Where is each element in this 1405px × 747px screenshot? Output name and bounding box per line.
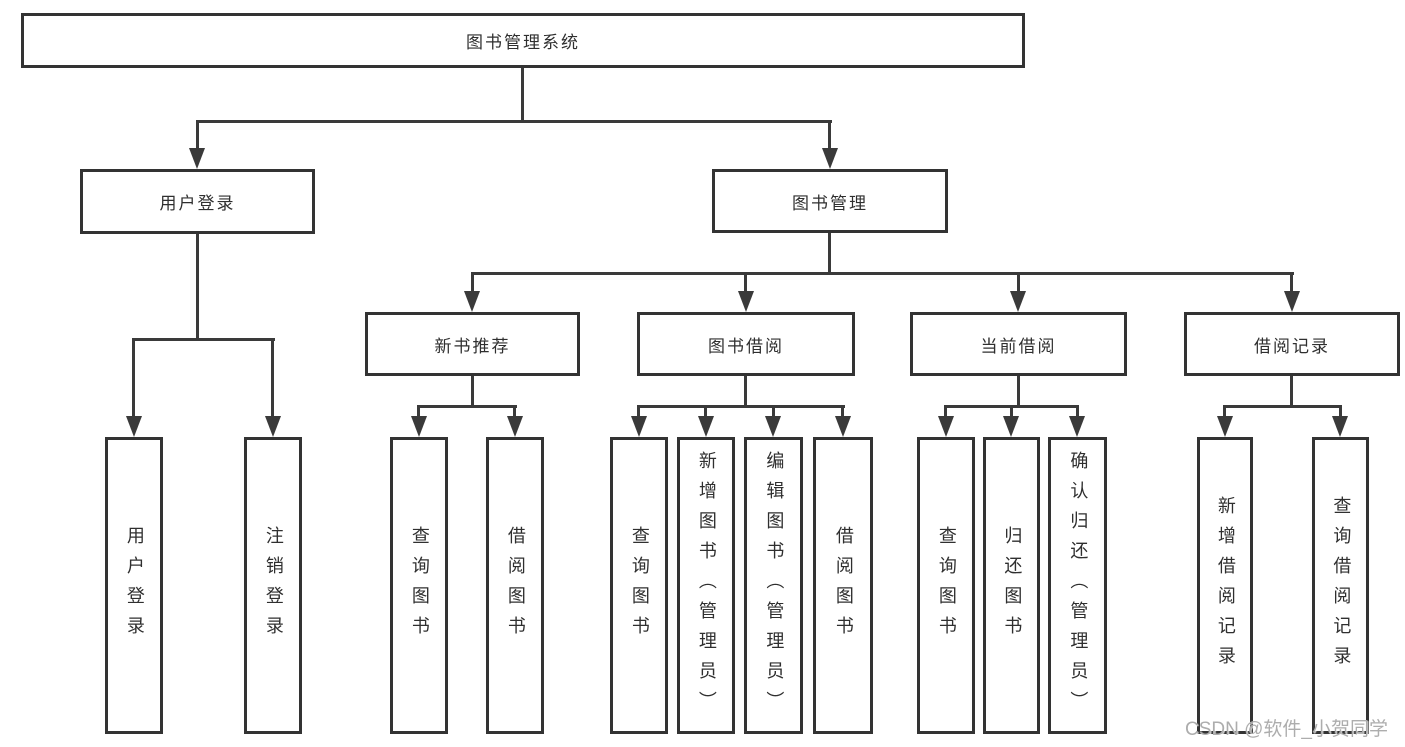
node-borrow-records: 借阅记录 (1184, 312, 1400, 376)
connector-root-drop-right (828, 120, 831, 150)
arrowhead-to-return-book (1003, 416, 1019, 437)
connector-newbook-drop-1 (417, 405, 420, 418)
leaf-confirm-return-admin-label: 确认归还（管理员） (1068, 450, 1089, 721)
leaf-query-books-1: 查询图书 (390, 437, 448, 734)
csdn-watermark: CSDN @软件_小贺同学 (1185, 719, 1388, 740)
arrowhead-to-book-management (822, 148, 838, 169)
connector-bookmgmt-stem (828, 233, 831, 272)
leaf-query-books-2: 查询图书 (610, 437, 668, 734)
arrowhead-to-query-books-1 (411, 416, 427, 437)
connector-bookmgmt-drop-4 (1290, 272, 1293, 293)
connector-bookborrow-drop-1 (637, 405, 640, 418)
leaf-edit-book-admin-label: 编辑图书（管理员） (764, 450, 785, 721)
connector-bookborrow-rail (637, 405, 845, 408)
arrowhead-to-query-books-2 (631, 416, 647, 437)
connector-root-drop-left (196, 120, 199, 150)
connector-records-drop-2 (1339, 405, 1342, 418)
leaf-query-books-2-label: 查询图书 (629, 525, 650, 646)
leaf-query-borrow-record-label: 查询借阅记录 (1331, 495, 1352, 676)
node-current-borrow: 当前借阅 (910, 312, 1127, 376)
leaf-query-books-3: 查询图书 (917, 437, 975, 734)
node-library-management-system: 图书管理系统 (21, 13, 1025, 68)
arrowhead-to-add-book (698, 416, 714, 437)
arrowhead-to-user-login (189, 148, 205, 169)
connector-userlogin-rail (132, 338, 275, 341)
leaf-add-borrow-record: 新增借阅记录 (1197, 437, 1253, 734)
connector-bookborrow-drop-3 (772, 405, 775, 418)
connector-newbook-drop-2 (513, 405, 516, 418)
leaf-borrow-books-1: 借阅图书 (486, 437, 544, 734)
leaf-logout-label: 注销登录 (263, 525, 284, 646)
arrowhead-to-add-record (1217, 416, 1233, 437)
connector-bookborrow-drop-4 (841, 405, 844, 418)
connector-currentborrow-drop-1 (944, 405, 947, 418)
arrowhead-to-leaf-user-login (126, 416, 142, 437)
node-new-book-recommend: 新书推荐 (365, 312, 580, 376)
leaf-confirm-return-admin: 确认归还（管理员） (1048, 437, 1107, 734)
leaf-borrow-books-2-label: 借阅图书 (833, 525, 854, 646)
leaf-add-borrow-record-label: 新增借阅记录 (1215, 495, 1236, 676)
leaf-add-book-admin-label: 新增图书（管理员） (696, 450, 717, 721)
connector-records-stem (1290, 376, 1293, 405)
connector-userlogin-stem (196, 234, 199, 338)
connector-currentborrow-drop-3 (1076, 405, 1079, 418)
leaf-query-books-1-label: 查询图书 (409, 525, 430, 646)
arrowhead-to-confirm-return (1069, 416, 1085, 437)
arrowhead-to-query-books-3 (938, 416, 954, 437)
connector-bookmgmt-drop-3 (1017, 272, 1020, 293)
arrowhead-to-edit-book (765, 416, 781, 437)
node-user-login: 用户登录 (80, 169, 315, 234)
leaf-edit-book-admin: 编辑图书（管理员） (744, 437, 803, 734)
leaf-add-book-admin: 新增图书（管理员） (677, 437, 735, 734)
arrowhead-to-current-borrow (1010, 291, 1026, 312)
leaf-return-book: 归还图书 (983, 437, 1040, 734)
leaf-user-login: 用户登录 (105, 437, 163, 734)
arrowhead-to-book-borrow (738, 291, 754, 312)
connector-bookmgmt-drop-2 (744, 272, 747, 293)
leaf-query-books-3-label: 查询图书 (936, 525, 957, 646)
node-book-borrow: 图书借阅 (637, 312, 855, 376)
connector-currentborrow-stem (1017, 376, 1020, 405)
connector-bookmgmt-drop-1 (471, 272, 474, 293)
arrowhead-to-borrow-records (1284, 291, 1300, 312)
arrowhead-to-borrow-books-2 (835, 416, 851, 437)
connector-newbook-rail (417, 405, 517, 408)
arrowhead-to-new-book-recommend (464, 291, 480, 312)
connector-root-rail (196, 120, 832, 123)
leaf-borrow-books-1-label: 借阅图书 (505, 525, 526, 646)
connector-root-stem (521, 68, 524, 120)
connector-bookborrow-stem (744, 376, 747, 405)
leaf-logout: 注销登录 (244, 437, 302, 734)
arrowhead-to-borrow-books-1 (507, 416, 523, 437)
connector-userlogin-drop-1 (132, 338, 135, 418)
leaf-query-borrow-record: 查询借阅记录 (1312, 437, 1369, 734)
connector-bookmgmt-rail (471, 272, 1294, 275)
arrowhead-to-query-record (1332, 416, 1348, 437)
arrowhead-to-leaf-logout (265, 416, 281, 437)
leaf-user-login-label: 用户登录 (124, 525, 145, 646)
connector-newbook-stem (471, 376, 474, 405)
node-book-management: 图书管理 (712, 169, 948, 233)
leaf-return-book-label: 归还图书 (1002, 525, 1023, 646)
connector-currentborrow-drop-2 (1010, 405, 1013, 418)
leaf-borrow-books-2: 借阅图书 (813, 437, 873, 734)
connector-records-drop-1 (1223, 405, 1226, 418)
connector-bookborrow-drop-2 (704, 405, 707, 418)
connector-userlogin-drop-2 (271, 338, 274, 418)
connector-records-rail (1223, 405, 1342, 408)
